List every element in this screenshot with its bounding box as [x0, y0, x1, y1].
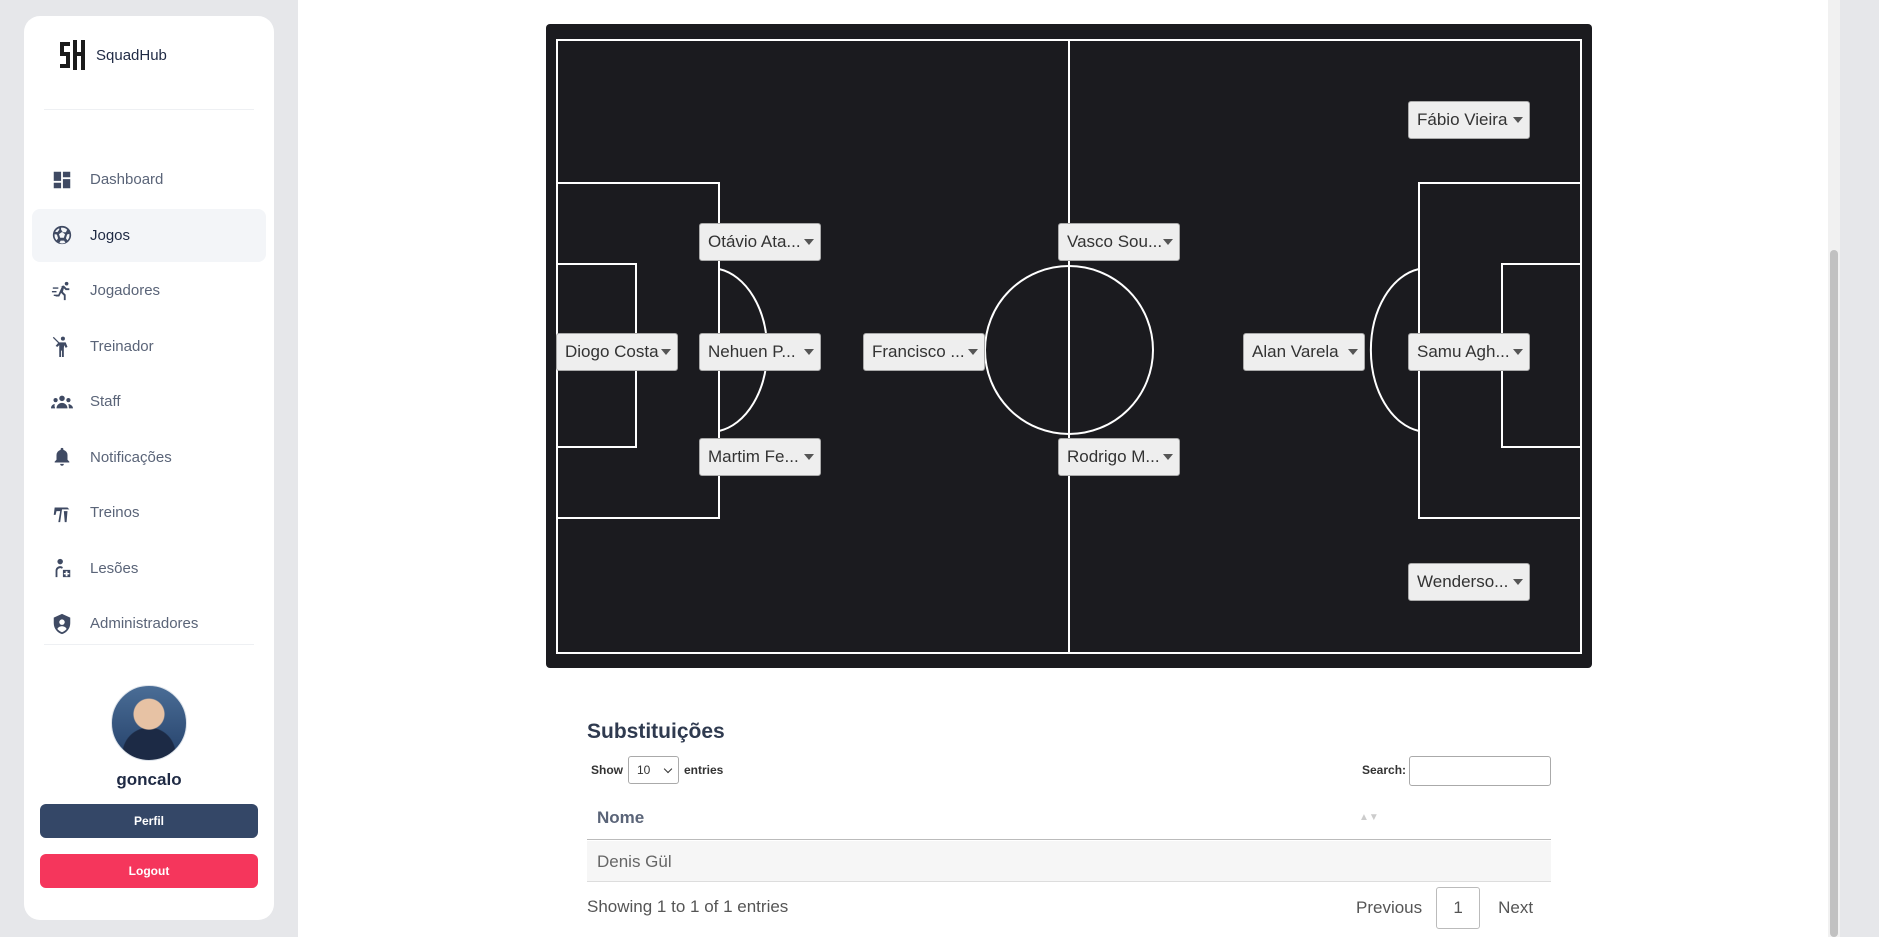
show-label: Show [591, 763, 623, 777]
caret-down-icon [1348, 349, 1358, 355]
player-select-fwd-bottom[interactable]: Wenderso... [1408, 563, 1530, 601]
formation-pitch: Diogo Costa Otávio Ata... Nehuen P... Ma… [546, 24, 1592, 668]
sidebar-item-label: Jogos [90, 226, 131, 244]
sort-icon[interactable]: ▲▼ [1359, 812, 1379, 823]
caret-down-icon [1513, 117, 1523, 123]
caret-down-icon [1513, 349, 1523, 355]
user-profile: goncalo [24, 685, 274, 790]
sidebar-item-notificacoes[interactable]: Notificações [32, 431, 266, 484]
player-select-def-center[interactable]: Nehuen P... [699, 333, 821, 371]
sidebar-item-label: Dashboard [90, 171, 164, 188]
injury-icon [55, 558, 71, 578]
player-select-gk[interactable]: Diogo Costa [556, 333, 678, 371]
previous-button[interactable]: Previous [1356, 898, 1423, 917]
player-name: Fábio Vieira [1417, 110, 1508, 129]
player-name: Vasco Sou... [1067, 232, 1163, 251]
search-input[interactable] [1409, 756, 1551, 786]
entries-label: entries [684, 763, 724, 777]
caret-down-icon [1163, 239, 1173, 245]
caret-down-icon [804, 454, 814, 460]
table-info: Showing 1 to 1 of 1 entries [587, 897, 789, 916]
table-header: Nome ▲▼ [587, 796, 1551, 840]
pitch-field: Diogo Costa Otávio Ata... Nehuen P... Ma… [556, 39, 1582, 654]
sidebar-item-treinador[interactable]: Treinador [32, 320, 266, 373]
bell-icon [54, 447, 70, 466]
search-label: Search: [1362, 763, 1407, 777]
caret-down-icon [1163, 454, 1173, 460]
dashboard-icon [53, 171, 71, 188]
logout-button[interactable]: Logout [40, 854, 258, 888]
sidebar-divider [44, 644, 254, 645]
coach-icon [52, 336, 68, 357]
player-select-mid-advanced[interactable]: Alan Varela [1243, 333, 1365, 371]
sidebar-item-label: Treinador [90, 337, 154, 355]
sidebar-item-dashboard[interactable]: Dashboard [32, 153, 266, 206]
player-select-fwd-top[interactable]: Fábio Vieira [1408, 101, 1530, 139]
player-name: Samu Agh... [1417, 342, 1510, 361]
sidebar-item-staff[interactable]: Staff [32, 375, 266, 428]
player-name: Rodrigo M... [1067, 447, 1160, 466]
caret-down-icon [804, 349, 814, 355]
vertical-scrollbar[interactable] [1828, 0, 1840, 937]
sidebar-item-label: Staff [90, 393, 121, 410]
sidebar-item-label: Administradores [90, 615, 199, 632]
perfil-button[interactable]: Perfil [40, 804, 258, 838]
sidebar-item-administradores[interactable]: Administradores [32, 597, 266, 650]
player-name: Francisco ... [872, 342, 965, 361]
player-name: Otávio Ata... [708, 232, 801, 251]
player-name: Nehuen P... [708, 342, 796, 361]
squadhub-logo-icon [60, 40, 85, 70]
next-button[interactable]: Next [1498, 898, 1534, 917]
show-entries-control: Show 10 entries [591, 756, 723, 784]
page-button[interactable]: 1 [1436, 887, 1481, 929]
table-row[interactable]: Denis Gül [587, 841, 1551, 882]
entries-select[interactable]: 10 [628, 756, 679, 784]
avatar[interactable] [111, 685, 187, 761]
sidebar-item-label: Lesões [90, 559, 139, 577]
sidebar-item-treinos[interactable]: Treinos [32, 486, 266, 539]
sidebar-divider [44, 109, 254, 110]
substitutions-title: Substituições [587, 720, 725, 743]
sidebar-item-label: Jogadores [90, 282, 161, 299]
scrollbar-thumb[interactable] [1830, 250, 1838, 937]
running-player-icon [51, 281, 70, 300]
caret-down-icon [661, 349, 671, 355]
sidebar-item-jogos[interactable]: Jogos [32, 208, 266, 262]
caret-down-icon [804, 239, 814, 245]
caret-down-icon [968, 349, 978, 355]
group-icon [51, 395, 73, 408]
pagination: Previous 1 Next [1342, 887, 1551, 929]
brand[interactable]: SquadHub [56, 38, 167, 72]
entries-value: 10 [637, 763, 651, 777]
training-icon [53, 507, 70, 522]
column-header-nome[interactable]: Nome [597, 808, 645, 827]
player-name: Diogo Costa [565, 342, 659, 361]
sidebar-item-jogadores[interactable]: Jogadores [32, 264, 266, 317]
player-name: Martim Fe... [708, 447, 799, 466]
player-select-def-bottom[interactable]: Martim Fe... [699, 438, 821, 476]
soccer-ball-icon [52, 225, 72, 245]
admin-shield-icon [53, 613, 71, 634]
sidebar-nav: Dashboard Jogos Jogadores Treinador Staf… [32, 153, 266, 653]
player-select-mid-top[interactable]: Vasco Sou... [1058, 223, 1180, 261]
player-select-def-top[interactable]: Otávio Ata... [699, 223, 821, 261]
caret-down-icon [1513, 579, 1523, 585]
player-select-fwd-center[interactable]: Samu Agh... [1408, 333, 1530, 371]
sidebar-item-label: Notificações [90, 448, 172, 466]
sidebar-item-lesoes[interactable]: Lesões [32, 542, 266, 595]
player-name: Wenderso... [1417, 572, 1509, 591]
username: goncalo [116, 770, 182, 789]
sidebar-item-label: Treinos [90, 504, 140, 521]
player-select-mid-deep[interactable]: Francisco ... [863, 333, 985, 371]
player-name: Alan Varela [1252, 342, 1339, 361]
brand-name: SquadHub [96, 46, 167, 64]
sidebar: SquadHub Dashboard Jogos Jogadores Trein… [24, 16, 274, 920]
player-select-mid-bottom[interactable]: Rodrigo M... [1058, 438, 1180, 476]
table-cell-nome: Denis Gül [597, 852, 672, 871]
